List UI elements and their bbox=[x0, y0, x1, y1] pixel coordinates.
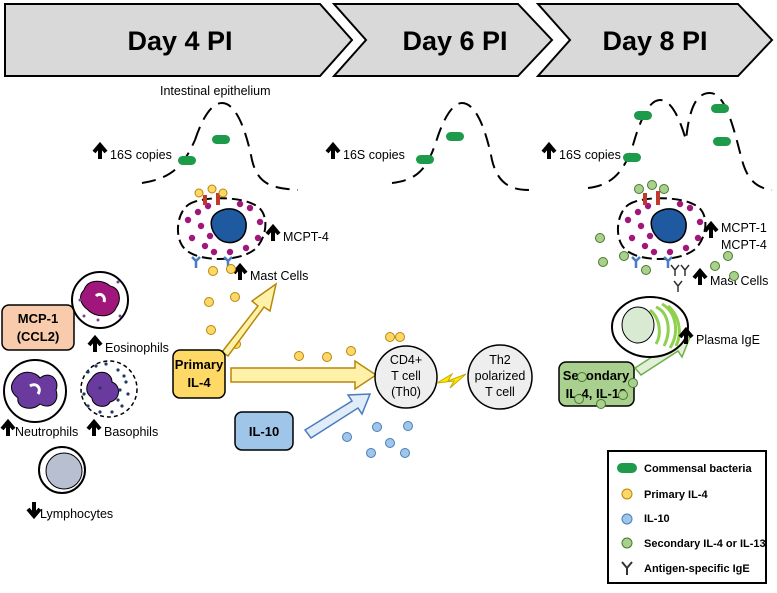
primary-il4-dots bbox=[204, 264, 405, 362]
up-arrow-icon bbox=[703, 220, 719, 238]
mcp1-box: MCP-1 (CCL2) bbox=[1, 304, 75, 351]
mcpt1-label: MCPT-1 bbox=[721, 221, 767, 235]
up-arrow-icon bbox=[678, 326, 694, 344]
basophils-label: Basophils bbox=[104, 425, 158, 439]
primary-il4-line2: IL-4 bbox=[187, 375, 211, 390]
il10-label: IL-10 bbox=[249, 424, 279, 439]
eosinophil-icon bbox=[71, 271, 129, 329]
copies-16s-label: 16S copies bbox=[559, 148, 621, 162]
bacteria-icon bbox=[212, 135, 230, 144]
legend-label: IL-10 bbox=[644, 513, 670, 525]
villus-day8 bbox=[587, 91, 773, 191]
antibody-icon bbox=[621, 561, 633, 575]
th2-line1: Th2 bbox=[489, 353, 511, 367]
basophil-icon bbox=[80, 360, 138, 418]
timeline-banner-day8: Day 8 PI bbox=[535, 3, 774, 77]
copies-16s-day8: 16S copies bbox=[541, 141, 621, 162]
day4-label: Day 4 PI bbox=[127, 26, 232, 56]
lymphocyte-icon bbox=[38, 446, 86, 494]
legend-label: Antigen-specific IgE bbox=[644, 563, 750, 575]
up-arrow-icon bbox=[541, 141, 557, 159]
cd4-line2: T cell bbox=[391, 369, 421, 383]
cd4-line3: (Th0) bbox=[391, 385, 421, 399]
cd4-line1: CD4+ bbox=[390, 353, 422, 367]
eosinophils-label: Eosinophils bbox=[105, 341, 169, 355]
il10-box: IL-10 bbox=[234, 411, 294, 451]
mcp1-label-line1: MCP-1 bbox=[18, 311, 58, 326]
bacteria-icon bbox=[713, 137, 731, 146]
timeline-banner-day6: Day 6 PI bbox=[331, 3, 554, 77]
yellow-dot-icon bbox=[621, 488, 633, 500]
up-arrow-icon bbox=[86, 418, 102, 436]
up-arrow-icon bbox=[692, 267, 708, 285]
th2-polarized-t-cell: Th2 polarized T cell bbox=[467, 344, 533, 410]
bacteria-group bbox=[178, 104, 731, 165]
primary-il4-line1: Primary bbox=[175, 357, 224, 372]
antibody-icon bbox=[680, 264, 690, 276]
cd4-t-cell: CD4+ T cell (Th0) bbox=[374, 345, 438, 409]
down-arrow-icon bbox=[26, 502, 42, 520]
intestinal-epithelium-label: Intestinal epithelium bbox=[160, 84, 270, 98]
secondary-dots bbox=[574, 233, 739, 409]
legend: Commensal bacteria Primary IL-4 IL-10 Se… bbox=[607, 450, 767, 584]
plasma-ige-label: Plasma IgE bbox=[696, 333, 760, 347]
antibody-group bbox=[670, 264, 690, 292]
bacteria-icon bbox=[446, 132, 464, 141]
legend-box bbox=[607, 450, 767, 584]
bacteria-icon bbox=[623, 153, 641, 162]
mast-cell-day4 bbox=[177, 184, 267, 268]
mast-cell-day8 bbox=[617, 180, 707, 268]
mast-cells-label-day4: Mast Cells bbox=[250, 269, 308, 283]
mcpt4-label-day8: MCPT-4 bbox=[721, 238, 767, 252]
antibody-icon bbox=[670, 264, 680, 276]
bacteria-icon bbox=[178, 156, 196, 165]
plasma-cell bbox=[611, 296, 689, 358]
neutrophils-label: Neutrophils bbox=[15, 425, 78, 439]
il10-to-cd4-arrow bbox=[303, 393, 372, 440]
up-arrow-icon bbox=[87, 334, 103, 352]
mast-cells-label-day8: Mast Cells bbox=[710, 274, 768, 288]
up-arrow-icon bbox=[92, 141, 108, 159]
day6-label: Day 6 PI bbox=[402, 26, 507, 56]
villus-day6 bbox=[391, 101, 531, 191]
up-arrow-icon bbox=[232, 262, 248, 280]
th2-line3: T cell bbox=[485, 385, 515, 399]
primary-il4-to-cd4-arrow bbox=[230, 359, 378, 391]
il10-dots bbox=[342, 421, 413, 458]
bacteria-icon bbox=[416, 155, 434, 164]
primary-il4-box: Primary IL-4 bbox=[172, 349, 226, 399]
up-arrow-icon bbox=[0, 418, 16, 436]
lightning-icon bbox=[436, 372, 467, 389]
legend-label: Secondary IL-4 or IL-13 bbox=[644, 538, 766, 550]
timeline-banner-day4: Day 4 PI bbox=[4, 3, 354, 77]
primary-il4-to-mast-arrow bbox=[220, 282, 278, 358]
legend-label: Primary IL-4 bbox=[644, 489, 708, 501]
up-arrow-icon bbox=[265, 223, 281, 241]
antibody-icon bbox=[673, 280, 683, 292]
copies-16s-day6: 16S copies bbox=[325, 141, 405, 162]
day8-label: Day 8 PI bbox=[602, 26, 707, 56]
blue-dot-icon bbox=[621, 513, 633, 525]
bacteria-icon bbox=[617, 463, 637, 473]
neutrophil-icon bbox=[3, 359, 67, 423]
copies-16s-label: 16S copies bbox=[110, 148, 172, 162]
copies-16s-day4: 16S copies bbox=[92, 141, 172, 162]
legend-label: Commensal bacteria bbox=[644, 463, 752, 475]
bacteria-icon bbox=[634, 111, 652, 120]
mcpt4-label-day4: MCPT-4 bbox=[283, 230, 329, 244]
villus-day4 bbox=[141, 101, 299, 191]
mcp1-label-line2: (CCL2) bbox=[17, 329, 60, 344]
secondary-line1: Secondary bbox=[563, 368, 630, 383]
copies-16s-label: 16S copies bbox=[343, 148, 405, 162]
bacteria-icon bbox=[711, 104, 729, 113]
up-arrow-icon bbox=[325, 141, 341, 159]
green-dot-icon bbox=[621, 537, 633, 549]
th2-line2: polarized bbox=[475, 369, 526, 383]
lymphocytes-label: Lymphocytes bbox=[40, 507, 113, 521]
